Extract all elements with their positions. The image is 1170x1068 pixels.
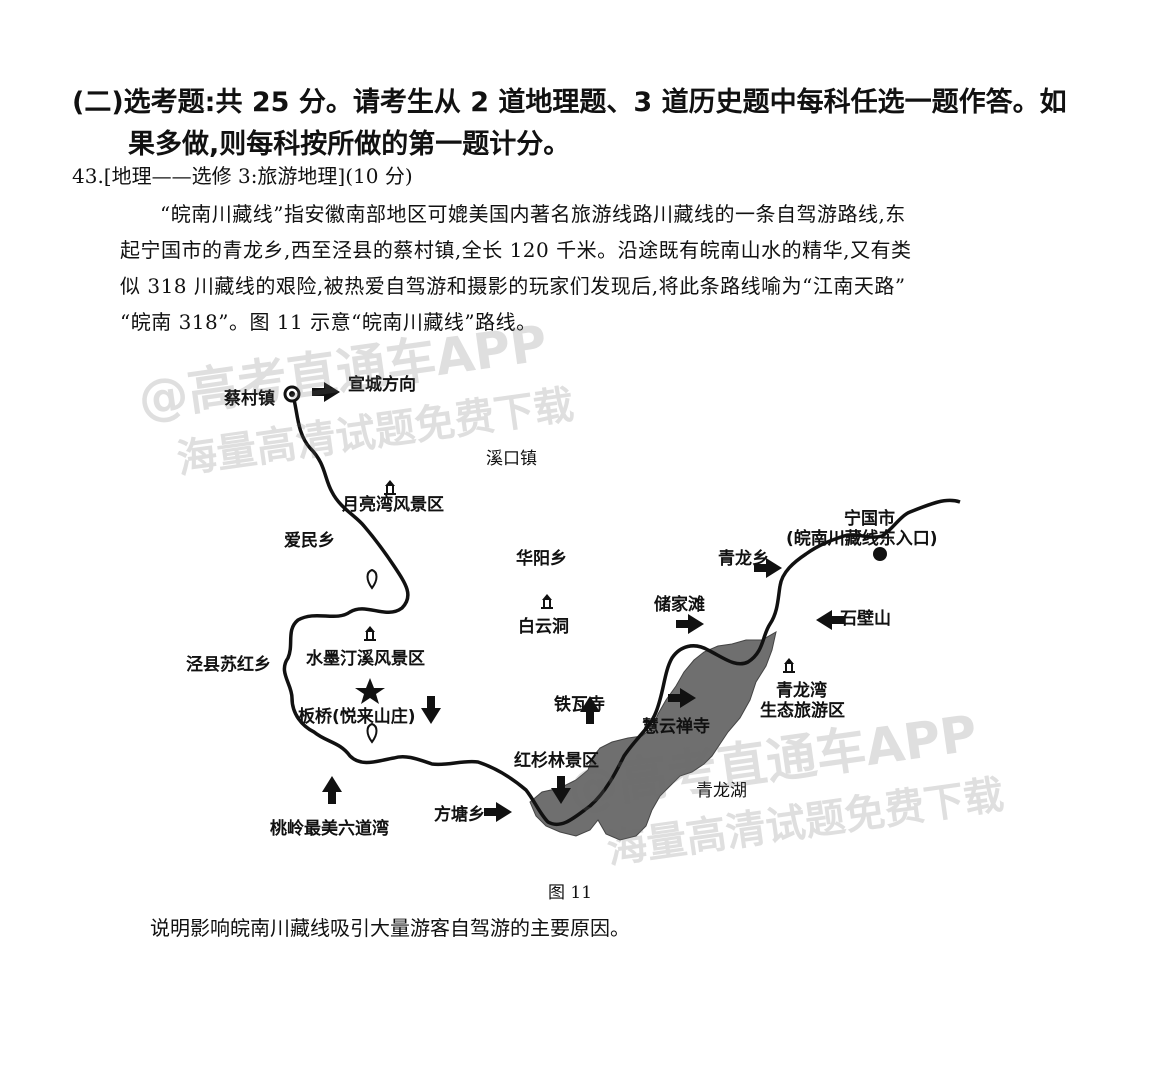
- map-label-chujiatan: 储家滩: [654, 595, 705, 615]
- map-label-yueliangwan: 月亮湾风景区: [342, 495, 444, 515]
- arrow-down-icon: [421, 696, 441, 724]
- paragraph-line-2: 起宁国市的青龙乡,西至泾县的蔡村镇,全长 120 千米。沿途既有皖南山水的精华,…: [120, 238, 912, 262]
- map-label-huiyun: 慧云禅寺: [642, 717, 710, 737]
- map-label-banqiao: 板桥(悦来山庄): [298, 707, 416, 727]
- paragraph-line-3: 似 318 川藏线的艰险,被热爱自驾游和摄影的玩家们发现后,将此条路线喻为“江南…: [120, 274, 906, 298]
- map-label-tiewa: 铁瓦寺: [554, 695, 605, 715]
- route-map-graphic: [282, 382, 961, 841]
- arrow-right-icon: [484, 802, 512, 822]
- figure-caption: 图 11: [548, 883, 593, 903]
- map-label-qinglong-lake: 青龙湖: [696, 781, 747, 801]
- map-label-qinglongwan-sub: 生态旅游区: [760, 701, 845, 721]
- map-label-huayang: 华阳乡: [516, 549, 567, 569]
- arrow-right-icon: [754, 558, 782, 578]
- question-paragraph: “皖南川藏线”指安徽南部地区可媲美国内著名旅游线路川藏线的一条自驾游路线,东 起…: [120, 196, 1050, 340]
- map-label-xuancheng: 宣城方向: [348, 375, 416, 395]
- map-label-aimin: 爱民乡: [284, 531, 335, 551]
- map-label-shuimoting: 水墨汀溪风景区: [306, 649, 425, 669]
- map-label-caicun: 蔡村镇: [224, 389, 275, 409]
- map-label-hongshan: 红杉林景区: [514, 751, 599, 771]
- arrow-right-icon: [668, 688, 696, 708]
- question-header: 43.[地理——选修 3:旅游地理](10 分): [72, 164, 413, 188]
- paragraph-line-1: “皖南川藏线”指安徽南部地区可媲美国内著名旅游线路川藏线的一条自驾游路线,东: [160, 202, 906, 226]
- map-label-suhong: 泾县苏红乡: [186, 655, 271, 675]
- ningguo-marker: [873, 547, 887, 561]
- map-label-baiyun: 白云洞: [518, 617, 569, 637]
- arrow-down-icon: [551, 776, 571, 804]
- arrow-up-icon: [322, 776, 342, 804]
- map-label-qinglongwan: 青龙湾: [776, 681, 827, 701]
- map-label-qinglong-town: 青龙乡: [718, 549, 769, 569]
- question-prompt: 说明影响皖南川藏线吸引大量游客自驾游的主要原因。: [150, 916, 630, 940]
- route-map: 蔡村镇 宣城方向 溪口镇 月亮湾风景区 爱民乡 宁国市 (皖南川藏线东入口) 华…: [180, 340, 980, 880]
- scenic-area-icon: [364, 626, 376, 641]
- section-title: (二)选考题:共 25 分。请考生从 2 道地理题、3 道历史题中每科任选一题作…: [72, 82, 1082, 166]
- section-title-line1: (二)选考题:共 25 分。请考生从 2 道地理题、3 道历史题中每科任选一题作…: [72, 87, 1067, 118]
- location-pin-icon: [366, 568, 378, 590]
- map-label-fangtang: 方塘乡: [434, 805, 485, 825]
- map-label-shibi: 石壁山: [840, 609, 891, 629]
- paragraph-line-4: “皖南 318”。图 11 示意“皖南川藏线”路线。: [120, 310, 537, 334]
- scenic-area-icon: [384, 480, 396, 495]
- map-label-xikou: 溪口镇: [486, 449, 537, 469]
- map-label-ningguo-sub: (皖南川藏线东入口): [786, 529, 938, 549]
- location-pin-icon: [366, 722, 378, 744]
- scenic-area-icon: [783, 658, 795, 673]
- route-line: [282, 391, 961, 827]
- map-label-ningguo: 宁国市: [844, 509, 895, 529]
- arrow-up-icon: [580, 696, 600, 724]
- star-icon: [355, 678, 385, 704]
- arrow-right-icon: [312, 382, 340, 402]
- arrow-right-icon: [676, 614, 704, 634]
- scenic-area-icon: [541, 594, 553, 609]
- map-label-taoling: 桃岭最美六道湾: [270, 819, 389, 839]
- arrow-left-icon: [816, 610, 844, 630]
- section-title-line2: 果多做,则每科按所做的第一题计分。: [128, 129, 571, 160]
